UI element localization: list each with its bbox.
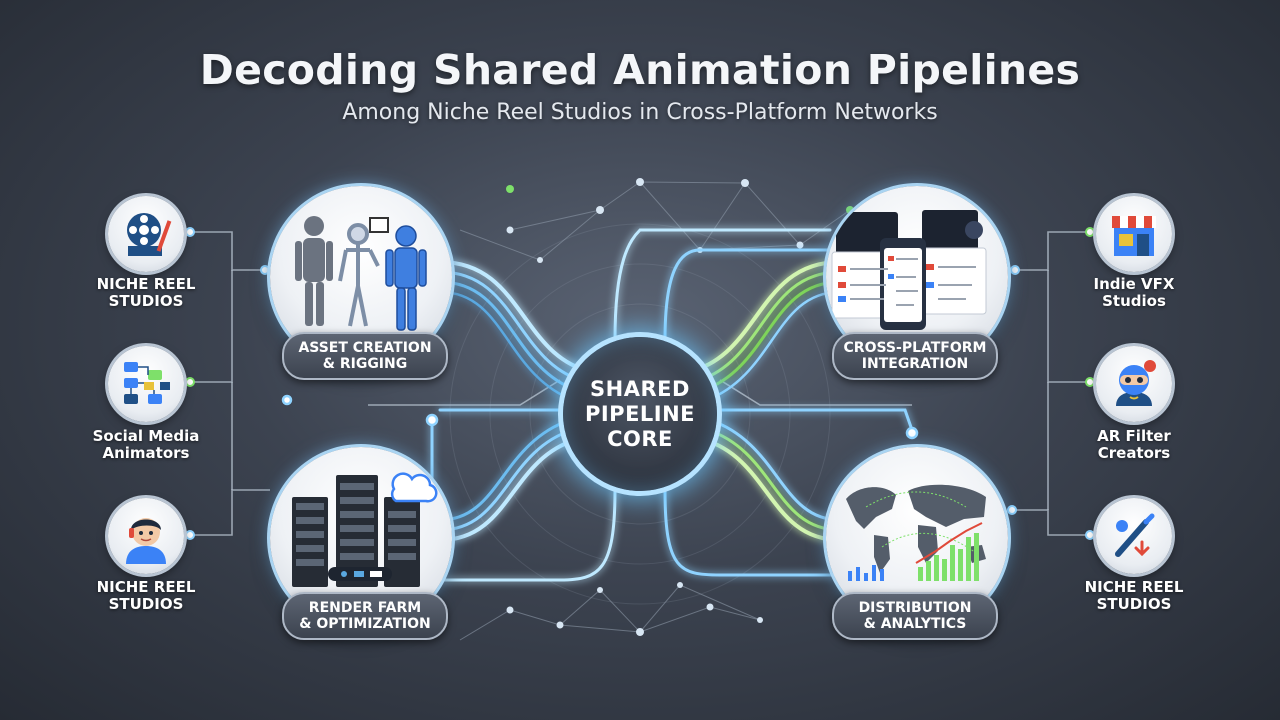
page-subtitle: Among Niche Reel Studios in Cross-Platfo… [342,100,938,125]
participant-right-top-line2: Studios [1102,292,1166,310]
participant-left-bottom-line1: NICHE REEL [96,578,196,596]
distribution-label: DISTRIBUTION & ANALYTICS [832,592,998,640]
participant-left-top-line1: NICHE REEL [96,275,196,293]
film-reel-icon [127,213,172,256]
render-label-line1: RENDER FARM [308,600,422,616]
participant-left-top [108,196,184,272]
render-farm-label: RENDER FARM & OPTIMIZATION [282,592,448,640]
participant-left-bottom-line2: STUDIOS [108,595,184,613]
participant-right-bottom-line1: NICHE REEL [1084,578,1184,596]
participant-right-mid-label: AR Filter Creators [1059,428,1209,462]
participant-right-mid [1096,346,1172,422]
integration-label-line1: CROSS-PLATFORM [843,340,987,356]
participant-right-top [1096,196,1172,272]
participant-right-bottom [1096,498,1172,574]
world-map-chart-icon [846,484,986,581]
integration-label-line2: INTEGRATION [861,356,969,372]
app-screens-icon [831,210,987,330]
participant-right-bottom-label: NICHE REEL STUDIOS [1059,579,1209,613]
page-title: Decoding Shared Animation Pipelines [199,46,1081,94]
participant-right-mid-line1: AR Filter [1097,427,1171,445]
distribution-label-line2: & ANALYTICS [863,616,967,632]
participant-left-mid-label: Social Media Animators [71,428,221,462]
render-label-line2: & OPTIMIZATION [299,616,431,632]
asset-label-line2: & RIGGING [322,356,408,372]
participant-left-mid [108,346,184,422]
brush-icon [1115,513,1155,557]
participant-right-top-line1: Indie VFX [1093,275,1175,293]
asset-creation-label: ASSET CREATION & RIGGING [282,332,448,380]
participant-left-top-line2: STUDIOS [108,292,184,310]
animator-avatar-icon [126,518,166,564]
server-rack-icon [292,472,438,587]
participant-right-bottom-line2: STUDIOS [1096,595,1172,613]
flowchart-icon [124,362,170,404]
distribution-label-line1: DISTRIBUTION [858,600,972,616]
rigged-figures-icon [295,216,427,331]
storefront-icon [1112,216,1156,256]
core-label-line3: CORE [607,426,673,451]
core-label-line2: PIPELINE [584,401,696,426]
integration-node [826,186,1008,368]
shared-pipeline-core: SHARED PIPELINE CORE [563,337,717,491]
integration-label: CROSS-PLATFORM INTEGRATION [832,332,998,380]
core-label-line1: SHARED [590,376,690,401]
participant-left-bottom [108,498,184,574]
asset-label-line1: ASSET CREATION [298,340,432,356]
participant-left-mid-line1: Social Media [92,427,200,445]
participant-right-top-label: Indie VFX Studios [1059,276,1209,310]
participant-left-mid-line2: Animators [102,444,190,462]
participant-left-top-label: NICHE REEL STUDIOS [71,276,221,310]
participant-right-mid-line2: Creators [1097,444,1171,462]
ar-mask-icon [1116,360,1156,406]
participant-left-bottom-label: NICHE REEL STUDIOS [71,579,221,613]
